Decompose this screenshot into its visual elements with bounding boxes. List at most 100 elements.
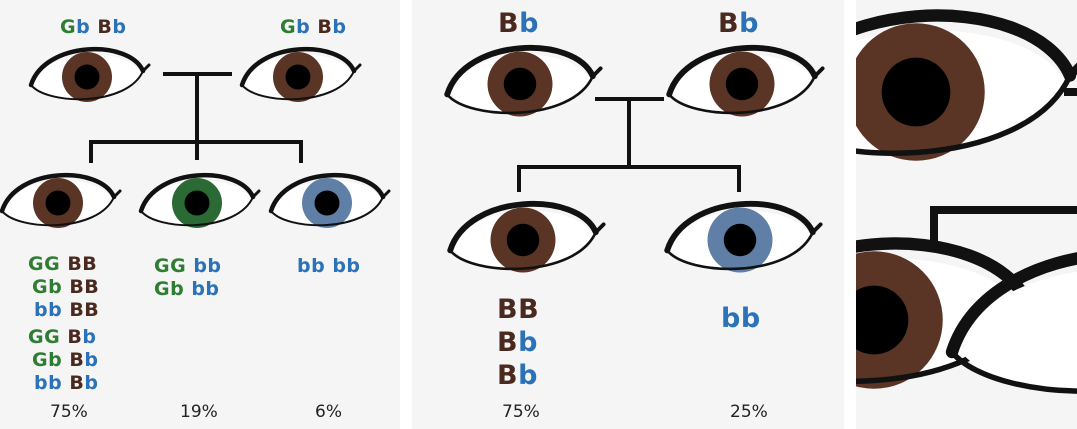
allele-text: b [739, 8, 759, 39]
allele-text: bb [184, 278, 220, 300]
lower-eyelid [445, 74, 595, 115]
allele-text: b [518, 360, 538, 391]
percent-brown: 75% [50, 402, 88, 422]
genotype-line: Bb [497, 362, 538, 389]
genotype-line: Gb bb [154, 280, 220, 299]
child-eye-blue [664, 200, 823, 273]
child-eye-blue [268, 172, 391, 228]
pedigree-diagram-2 [444, 44, 825, 273]
allele-text: B [718, 8, 740, 39]
allele-text: BB [497, 294, 540, 325]
parent-genotype-right: Bb [718, 10, 759, 37]
allele-text: BB [67, 253, 98, 275]
allele-text: b [518, 327, 538, 358]
genotype-line: bb bb [297, 257, 361, 276]
allele-text: bb [721, 303, 761, 334]
upper-eyelid [447, 200, 599, 254]
allele-text: B [498, 8, 520, 39]
allele-text: b [84, 372, 99, 394]
panel-zoomed-crop [856, 0, 1077, 429]
pedigree-diagram-1 [0, 46, 391, 228]
genotype-line: Gb BB [32, 278, 99, 297]
child-eye-brown [447, 200, 606, 273]
percent-blue: 6% [315, 402, 342, 422]
pupil [184, 190, 210, 216]
allele-text: b [332, 16, 347, 38]
lower-eyelid [856, 72, 1073, 156]
lower-eyelid [448, 230, 598, 271]
pupil [285, 64, 311, 90]
pupil [723, 223, 757, 257]
percent-brown: 75% [502, 402, 540, 422]
allele-text: b [112, 16, 127, 38]
allele-text: G [280, 16, 297, 38]
genotype-line: bb BB [34, 301, 99, 320]
lower-eyelid [949, 349, 1077, 394]
pupil [314, 190, 340, 216]
upper-eyelid [0, 172, 117, 214]
pupil [45, 190, 71, 216]
allele-text: b [82, 326, 97, 348]
pupil [856, 285, 909, 355]
allele-text: Gb [32, 276, 63, 298]
child-eye-brown [0, 172, 122, 228]
genotype-line: bb Bb [34, 374, 98, 393]
allele-text: bb bb [297, 255, 361, 277]
pedigree-diagram-zoom [856, 9, 1077, 394]
allele-text: B [317, 16, 333, 38]
percent-green: 19% [180, 402, 218, 422]
allele-text: Gb [154, 278, 185, 300]
child-eye-green [138, 172, 261, 228]
upper-eyelid [666, 44, 818, 98]
upper-eyelid [138, 172, 256, 214]
parent-genotype-right: Gb Bb [280, 18, 346, 37]
allele-text: B [497, 360, 519, 391]
panel-three-gene-model: Gb Bb Gb Bb GG BB Gb BB bb BB GG Bb Gb B… [0, 0, 400, 429]
allele-text: B [69, 349, 85, 371]
allele-text: G [60, 16, 77, 38]
lower-eyelid [270, 196, 384, 227]
allele-text: bb [34, 299, 63, 321]
allele-text: b [519, 8, 539, 39]
genotype-line: bb [721, 305, 761, 332]
allele-text: B [69, 372, 85, 394]
allele-text: Gb [32, 349, 63, 371]
zoomed-eye-brown-top [856, 9, 1077, 161]
genotype-line: GG bb [154, 257, 222, 276]
lower-eyelid [140, 196, 254, 227]
allele-text: b [296, 16, 311, 38]
genotype-line: Bb [497, 329, 538, 356]
allele-text: bb [34, 372, 63, 394]
lower-eyelid [1, 196, 115, 227]
allele-text: BB [69, 299, 100, 321]
genotype-line: BB [497, 296, 539, 323]
pupil [725, 67, 759, 101]
zoomed-eye-partial-right [945, 252, 1077, 394]
upper-eyelid [856, 9, 1077, 82]
parent-connector-line [89, 72, 303, 163]
allele-text: GG [154, 255, 187, 277]
pupil [506, 223, 540, 257]
upper-eyelid [664, 200, 816, 254]
upper-eyelid [945, 252, 1077, 359]
lower-eyelid [241, 70, 355, 101]
lower-eyelid [667, 74, 817, 115]
upper-eyelid [268, 172, 386, 214]
allele-text: BB [69, 276, 100, 298]
allele-text: b [76, 16, 91, 38]
allele-text: B [97, 16, 113, 38]
parent-genotype-left: Bb [498, 10, 539, 37]
parent-eye-brown-left [28, 46, 151, 102]
allele-text: B [497, 327, 519, 358]
pupil [74, 64, 100, 90]
parent-genotype-left: Gb Bb [60, 18, 126, 37]
lower-eyelid [665, 230, 815, 271]
upper-eyelid [444, 44, 596, 98]
pupil [881, 57, 951, 127]
percent-blue: 25% [730, 402, 768, 422]
genotype-line: Gb Bb [32, 351, 98, 370]
panel-one-gene-model: Bb Bb BB Bb Bb bb 75% 25% [412, 0, 844, 429]
upper-eyelid [239, 46, 357, 88]
pupil [503, 67, 537, 101]
genotype-line: GG Bb [28, 328, 96, 347]
